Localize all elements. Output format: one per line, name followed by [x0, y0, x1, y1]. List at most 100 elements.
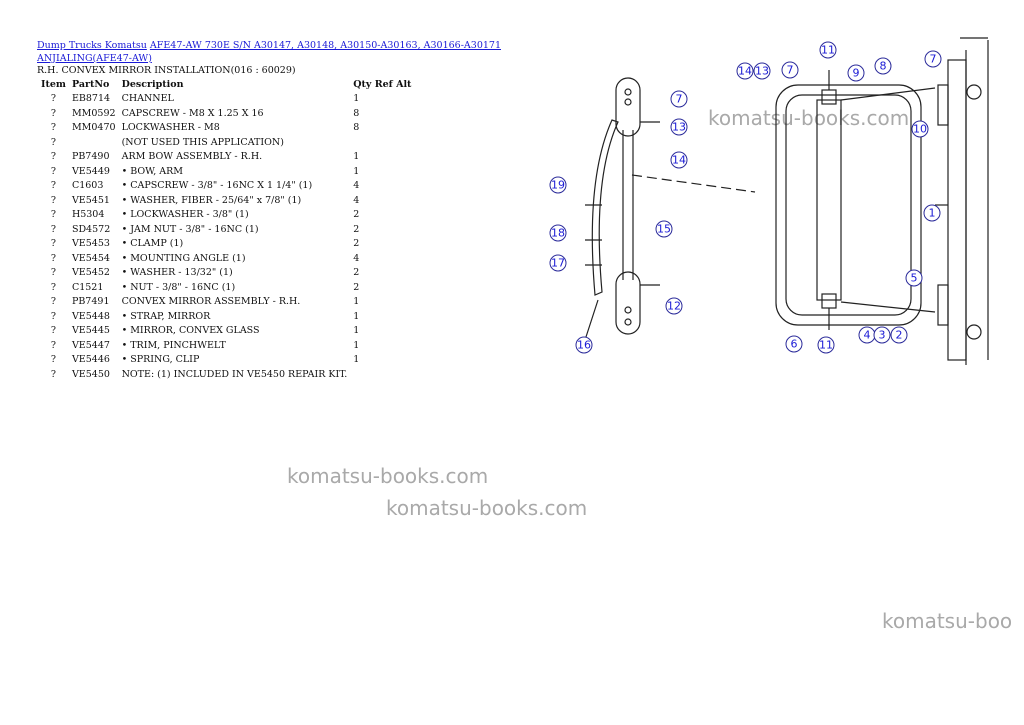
diagram-linework: [584, 37, 989, 365]
breadcrumb-model-line2: ANJIALING(AFE47-AW): [37, 52, 152, 64]
cell-partno: MM0470: [71, 122, 116, 133]
callout-number: 11: [819, 339, 833, 352]
cell-partno: MM0592: [71, 107, 116, 119]
callout-number: 12: [667, 300, 681, 313]
cell-item: ?: [50, 151, 57, 162]
callout-balloon: 13: [670, 118, 688, 136]
cell-item: ?: [50, 339, 57, 351]
breadcrumb: Dump Trucks Komatsu AFE47-AW 730E S/N A3…: [37, 40, 507, 65]
cell-item: ?: [50, 368, 57, 380]
cell-item: ?: [50, 223, 57, 235]
callout-number: 7: [787, 64, 794, 77]
watermark-text: komatsu-books.com: [287, 464, 489, 488]
callout-balloon: 7: [924, 50, 942, 68]
callout-balloon: 11: [819, 41, 837, 59]
table-row: ?VE5453• CLAMP (1)2: [38, 237, 414, 252]
cell-qty: 1: [353, 354, 360, 365]
cell-qty: 4: [353, 252, 360, 264]
cell-description: (NOT USED THIS APPLICATION): [121, 136, 284, 148]
breadcrumb-model-line1: AFE47-AW 730E S/N A30147, A30148, A30150…: [149, 40, 501, 51]
callout-balloon: 18: [549, 224, 567, 242]
cell-item: ?: [50, 354, 57, 365]
cell-partno: [69, 136, 119, 151]
callout-number: 10: [913, 123, 927, 136]
cell-description: • CAPSCREW - 3/8" - 16NC X 1 1/4" (1): [121, 180, 313, 191]
cell-description: • LOCKWASHER - 3/8" (1): [121, 209, 249, 220]
cell-description: • STRAP, MIRROR: [121, 310, 211, 322]
cell-item: ?: [50, 107, 57, 119]
callout-number: 7: [676, 93, 683, 106]
cell-partno: PB7491: [71, 296, 110, 307]
callout-balloon: 1: [923, 204, 941, 222]
cell-qty: 1: [353, 151, 360, 162]
callout-balloon: 8: [874, 57, 892, 75]
cell-qty: 2: [353, 209, 360, 220]
cell-partno: EB8714: [71, 93, 111, 104]
cell-qty: 4: [353, 194, 360, 206]
cell-description: • MIRROR, CONVEX GLASS: [121, 325, 260, 336]
callout-balloon: 9: [847, 64, 865, 82]
arm-mount-bottom: [615, 271, 641, 335]
callout-balloon: 19: [549, 176, 567, 194]
cell-qty: 2: [353, 238, 360, 249]
callout-number: 11: [821, 44, 835, 57]
cell-partno: VE5453: [71, 238, 110, 249]
callout-number: 14: [738, 65, 752, 78]
cell-qty: [350, 136, 414, 151]
cell-item: ?: [50, 136, 57, 148]
cell-description: LOCKWASHER - M8: [121, 122, 220, 133]
cell-qty: 1: [353, 325, 360, 336]
arm-mount-top: [615, 77, 641, 137]
cell-item: ?: [50, 122, 57, 133]
convex-mirror-glass: [591, 119, 619, 296]
callout-number: 8: [880, 60, 887, 73]
callout-balloon: 6: [785, 335, 803, 353]
table-row: ?H5304• LOCKWASHER - 3/8" (1)2: [38, 208, 414, 223]
callout-balloon: 7: [670, 90, 688, 108]
cell-partno: VE5449: [71, 165, 110, 177]
cell-qty: 8: [353, 107, 360, 119]
cell-partno: VE5448: [71, 310, 110, 322]
callout-number: 6: [791, 338, 798, 351]
table-row: ?SD4572• JAM NUT - 3/8" - 16NC (1)2: [38, 223, 414, 238]
callout-balloon: 17: [549, 254, 567, 272]
mounting-channel: [947, 59, 967, 361]
watermark-text: komatsu-boo: [882, 609, 1013, 633]
callout-balloon: 16: [575, 336, 593, 354]
cell-item: ?: [50, 325, 57, 336]
header-description: Description: [121, 79, 184, 90]
cell-item: ?: [50, 281, 57, 293]
cell-item: ?: [50, 93, 57, 104]
cell-qty: 1: [353, 339, 360, 351]
cell-partno: VE5451: [71, 194, 110, 206]
callout-balloon: 15: [655, 220, 673, 238]
cell-partno: H5304: [71, 209, 105, 220]
breadcrumb-model-link[interactable]: AFE47-AW 730E S/N A30147, A30148, A30150…: [37, 40, 501, 64]
cell-description: NOTE: (1) INCLUDED IN VE5450 REPAIR KIT.: [121, 368, 348, 380]
cell-qty: 4: [353, 180, 360, 191]
breadcrumb-category-link[interactable]: Dump Trucks Komatsu: [37, 40, 147, 51]
callout-number: 19: [551, 179, 565, 192]
table-row: ? (NOT USED THIS APPLICATION): [38, 136, 414, 151]
cell-qty: [350, 368, 414, 383]
cell-partno: VE5450: [71, 368, 110, 380]
cell-partno: PB7490: [71, 151, 110, 162]
cell-partno: SD4572: [71, 223, 111, 235]
parts-table: Item PartNo Description Qty Ref Alt ?EB8…: [38, 78, 414, 382]
callout-number: 9: [853, 67, 860, 80]
cell-description: • SPRING, CLIP: [121, 354, 200, 365]
callout-balloon: 11: [817, 336, 835, 354]
cell-partno: VE5454: [71, 252, 110, 264]
header-item: Item: [41, 79, 66, 90]
callout-number: 15: [657, 223, 671, 236]
callout-number: 1: [929, 207, 936, 220]
cell-partno: VE5452: [71, 267, 110, 278]
callout-number: 16: [577, 339, 591, 352]
cell-qty: 1: [353, 296, 360, 307]
